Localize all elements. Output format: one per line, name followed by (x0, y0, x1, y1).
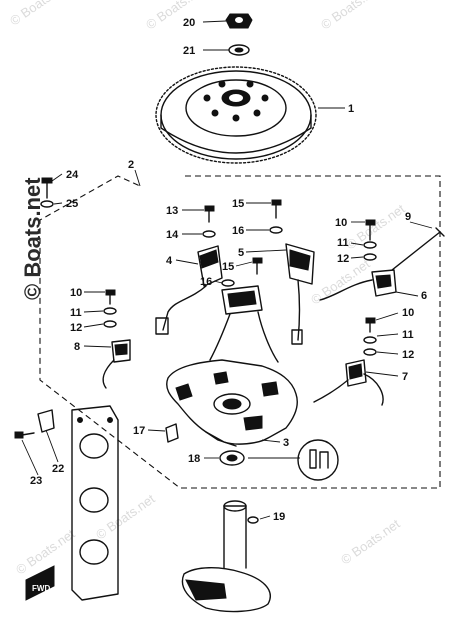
callout-10: 10 (402, 307, 414, 319)
callout-3: 3 (283, 437, 289, 449)
watermark-tile: © Boats.net (7, 0, 72, 28)
callout-14: 14 (166, 229, 179, 241)
stator-assembly-boundary (39, 175, 441, 489)
ground-bracket (37, 409, 55, 433)
forward-badge-label: FWD (32, 584, 50, 593)
rectifier (313, 359, 384, 406)
stator-base-plate (166, 359, 298, 447)
callout-15: 15 (222, 261, 234, 273)
callout-10: 10 (335, 217, 347, 229)
callout-19: 19 (273, 511, 285, 523)
callout-12: 12 (70, 322, 82, 334)
callout-6: 6 (421, 290, 427, 302)
watermark-tile: © Boats.net (143, 0, 208, 32)
bolt-set-left (103, 289, 117, 328)
flywheel-washer (228, 44, 250, 56)
lighting-coil-center (209, 285, 279, 363)
wire-clamp (165, 423, 179, 443)
callout-labels: 20 21 1 2 24 25 13 14 15 16 4 5 15 16 10… (30, 17, 427, 523)
callout-20: 20 (183, 17, 195, 29)
callout-23: 23 (30, 475, 42, 487)
watermark-tile: © Boats.net (93, 491, 158, 543)
pulser-coil (102, 339, 131, 389)
callout-22: 22 (52, 463, 64, 475)
forward-direction-badge: FWD (25, 565, 55, 601)
callout-17: 17 (133, 425, 145, 437)
cylinder-gasket (71, 405, 119, 601)
crankshaft (181, 500, 271, 613)
callout-9: 9 (405, 211, 411, 223)
callout-11: 11 (70, 307, 82, 319)
callout-25: 25 (66, 198, 78, 210)
callout-12: 12 (337, 253, 349, 265)
flywheel-holes (203, 80, 269, 122)
flywheel-nut (225, 13, 253, 29)
callout-8: 8 (74, 341, 80, 353)
callout-12: 12 (402, 349, 414, 361)
leader-lines (21, 20, 433, 520)
callout-4: 4 (166, 255, 173, 267)
callout-5: 5 (238, 247, 244, 259)
callout-21: 21 (183, 45, 195, 57)
charge-coil-right (285, 243, 315, 345)
callout-13: 13 (166, 205, 178, 217)
callout-2: 2 (128, 159, 134, 171)
callout-1: 1 (348, 103, 354, 115)
seal-detail-circle (297, 439, 339, 481)
callout-16: 16 (200, 276, 212, 288)
watermark-tile: © Boats.net (338, 516, 403, 568)
watermark-main: © Boats.net (20, 177, 45, 300)
callout-11: 11 (337, 237, 349, 249)
callout-10: 10 (70, 287, 82, 299)
callout-11: 11 (402, 329, 414, 341)
screw-23 (14, 431, 35, 439)
screw-13 (202, 205, 216, 238)
callout-18: 18 (188, 453, 200, 465)
screw-15 (269, 199, 283, 234)
charge-coil-left (155, 245, 223, 335)
oil-seal (219, 450, 300, 466)
callout-16: 16 (232, 225, 244, 237)
watermark-tile: © Boats.net (318, 0, 383, 32)
callout-7: 7 (402, 371, 408, 383)
callout-15: 15 (232, 198, 244, 210)
flywheel (155, 66, 317, 164)
bolt-set-lower-right (363, 317, 377, 356)
bolt-set-upper-right (363, 219, 377, 261)
callout-24: 24 (66, 169, 79, 181)
